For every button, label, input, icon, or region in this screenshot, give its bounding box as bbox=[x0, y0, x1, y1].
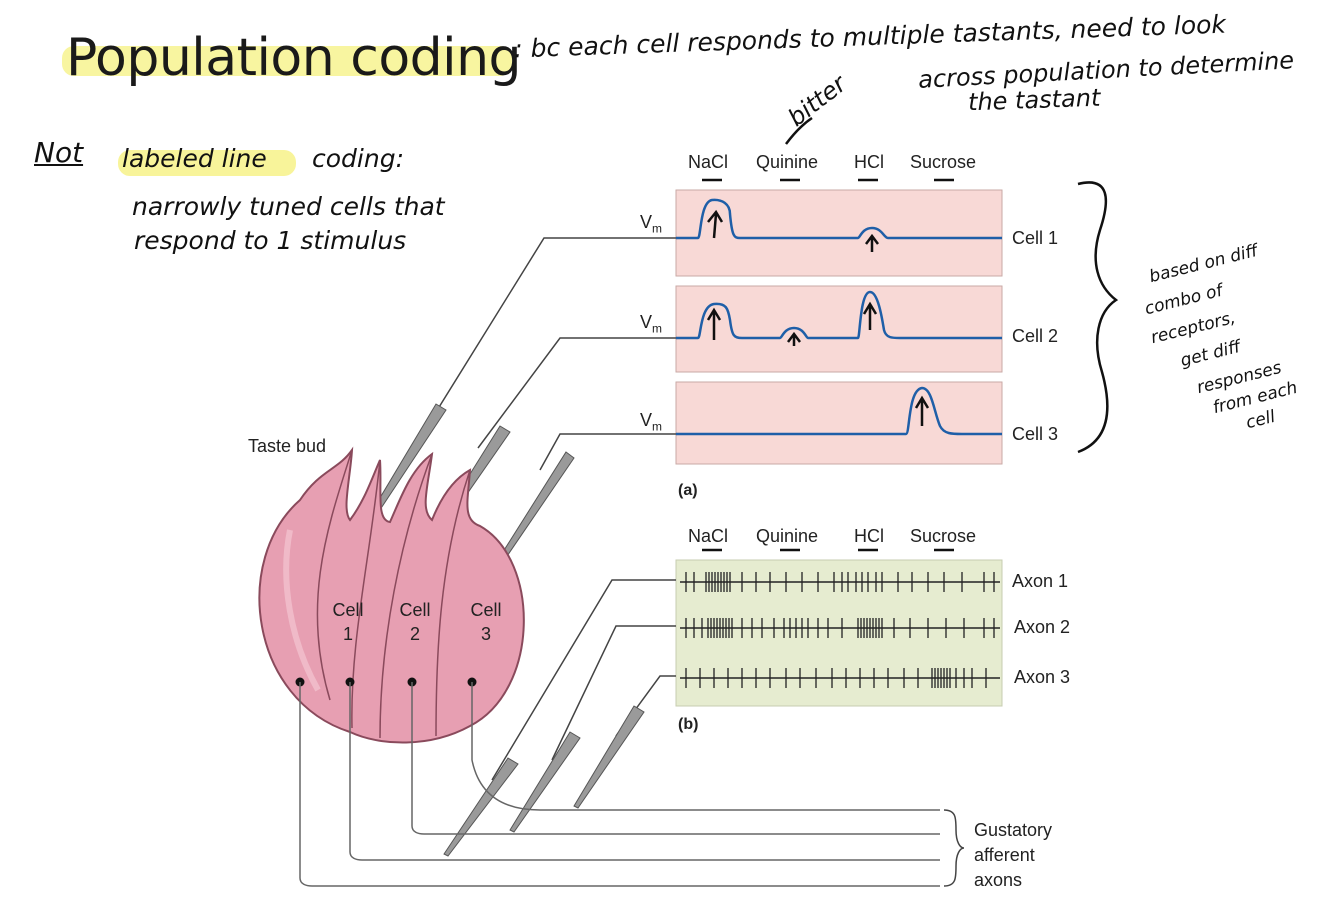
panel-b-axon1-label: Axon 1 bbox=[1012, 571, 1069, 591]
trace-cell3 bbox=[676, 386, 1002, 436]
stim-label-a-sucrose: Sucrose bbox=[910, 152, 977, 172]
title-highlight bbox=[62, 46, 512, 76]
afferent-axons bbox=[299, 682, 940, 887]
handwritten-arrows bbox=[706, 116, 930, 426]
vm-label-cell2: Vm bbox=[640, 312, 663, 336]
trace-cell1 bbox=[676, 198, 1002, 240]
stim-label-a-hcl: HCl bbox=[854, 152, 884, 172]
taste-bud-label: Taste bud bbox=[248, 436, 327, 456]
panel-a-cell1-bg bbox=[675, 189, 1003, 277]
note-narrow-line1: narrowly tuned cells that bbox=[132, 192, 445, 221]
note-labeled-line: labeled line bbox=[122, 144, 267, 173]
panel-a-cell3-bg bbox=[675, 381, 1003, 465]
panel-b-axon3-label: Axon 3 bbox=[1014, 667, 1071, 687]
stim-label-b-hcl: HCl bbox=[854, 526, 884, 546]
handwritten-brace bbox=[1077, 181, 1119, 454]
labeled-line-highlight bbox=[118, 150, 296, 176]
stim-label-b-sucrose: Sucrose bbox=[910, 526, 977, 546]
stim-label-a-quinine: Quinine bbox=[756, 152, 819, 172]
stim-label-b-nacl: NaCl bbox=[688, 526, 729, 546]
note-narrow-line2: respond to 1 stimulus bbox=[134, 226, 407, 255]
taste-bud-illustration bbox=[258, 446, 525, 744]
gustatory-brace bbox=[943, 809, 965, 887]
panel-a-cell3-label: Cell 3 bbox=[1012, 424, 1059, 444]
leader-lines bbox=[399, 237, 676, 781]
trace-cell2 bbox=[676, 290, 1002, 340]
panel-a-label: (a) bbox=[678, 482, 698, 499]
stim-label-a-nacl: NaCl bbox=[688, 152, 729, 172]
note-coding: coding: bbox=[312, 144, 404, 173]
panel-a-cell2-label: Cell 2 bbox=[1012, 326, 1059, 346]
stim-label-b-quinine: Quinine bbox=[756, 526, 819, 546]
vm-label-cell3: Vm bbox=[640, 410, 663, 434]
panel-a-cell2-bg bbox=[675, 285, 1003, 373]
slide-title: Population coding bbox=[66, 28, 522, 88]
panel-a-cell1-label: Cell 1 bbox=[1012, 228, 1059, 248]
spike-trains bbox=[685, 572, 995, 688]
note-not: Not bbox=[34, 136, 84, 169]
panel-b-axon2-label: Axon 2 bbox=[1014, 617, 1071, 637]
panel-b-label: (b) bbox=[678, 716, 699, 733]
vm-label-cell1: Vm bbox=[640, 212, 663, 236]
